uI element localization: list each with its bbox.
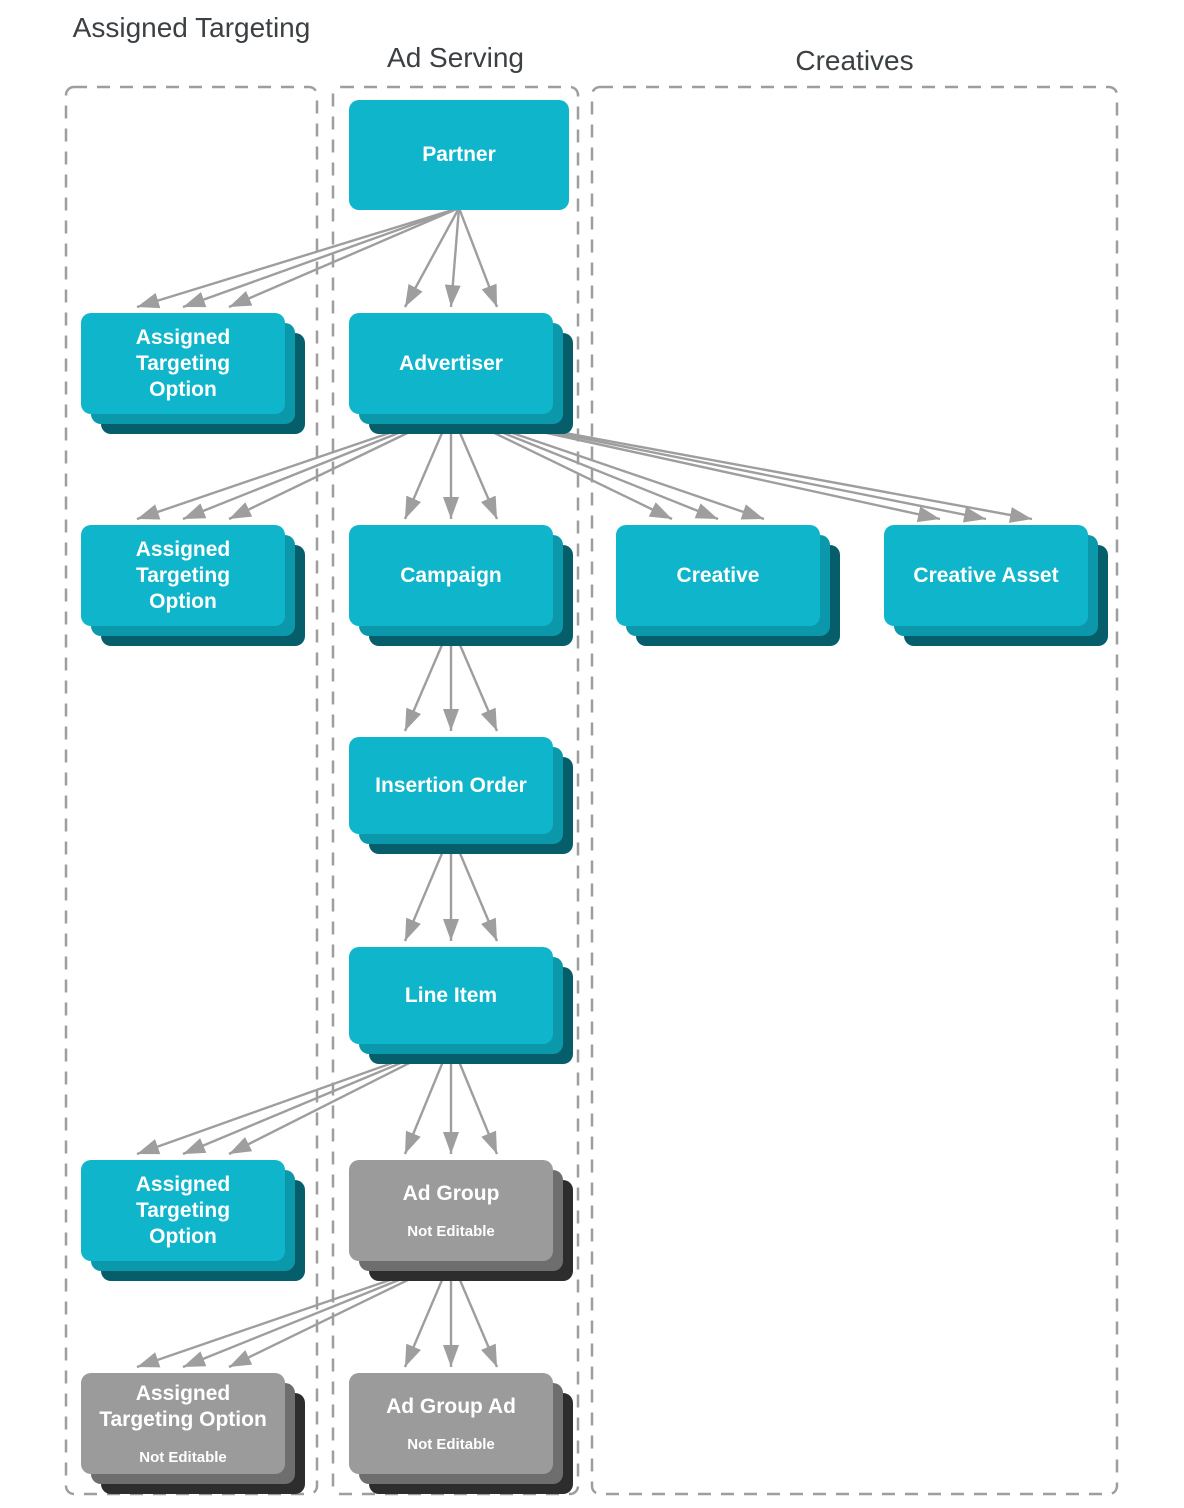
node-ato1: Assigned Targeting Option xyxy=(81,313,305,434)
column-title-assigned-targeting: Assigned Targeting xyxy=(72,12,311,43)
node-face: Ad Group Ad Not Editable xyxy=(349,1373,553,1474)
node-face: Assigned Targeting Option xyxy=(81,313,285,414)
node-label: Assigned Targeting Option xyxy=(135,325,231,401)
node-label: Insertion Order xyxy=(375,773,527,797)
node-label: Creative xyxy=(676,563,760,587)
node-face: Assigned Targeting Option xyxy=(81,525,285,626)
node-face: Advertiser xyxy=(349,313,553,414)
node-ad-group-ad: Ad Group Ad Not Editable xyxy=(349,1373,573,1494)
node-sublabel: Not Editable xyxy=(407,1222,495,1240)
node-face: Campaign xyxy=(349,525,553,626)
column-panel-creatives xyxy=(590,85,1119,1496)
edge-partner-advertiser xyxy=(403,207,499,308)
node-label: Assigned Targeting Option xyxy=(135,537,231,613)
node-ato2: Assigned Targeting Option xyxy=(81,525,305,646)
node-label: Ad Group xyxy=(402,1181,500,1205)
node-ato3: Assigned Targeting Option xyxy=(81,1160,305,1281)
node-creative-asset: Creative Asset xyxy=(884,525,1108,646)
column-panel-assigned-targeting xyxy=(64,85,319,1496)
edge-partner-ato1 xyxy=(136,206,460,309)
node-face: Line Item xyxy=(349,947,553,1044)
node-face: Partner xyxy=(349,100,569,210)
node-label: Assigned Targeting Option xyxy=(99,1381,267,1431)
node-label: Creative Asset xyxy=(913,563,1059,587)
column-title-creatives: Creatives xyxy=(795,45,914,76)
node-label: Advertiser xyxy=(399,351,503,375)
node-sublabel: Not Editable xyxy=(407,1435,495,1453)
node-label: Campaign xyxy=(400,563,502,587)
node-label: Ad Group Ad xyxy=(386,1394,516,1418)
node-face: Assigned Targeting Option xyxy=(81,1160,285,1261)
node-campaign: Campaign xyxy=(349,525,573,646)
node-face: Creative xyxy=(616,525,820,626)
node-advertiser: Advertiser xyxy=(349,313,573,434)
node-line-item: Line Item xyxy=(349,947,573,1064)
node-label: Assigned Targeting Option xyxy=(135,1172,231,1248)
node-insertion-order: Insertion Order xyxy=(349,737,573,854)
node-label: Line Item xyxy=(404,983,498,1007)
column-title-ad-serving: Ad Serving xyxy=(387,42,524,73)
node-creative: Creative xyxy=(616,525,840,646)
node-face: Insertion Order xyxy=(349,737,553,834)
node-partner: Partner xyxy=(349,100,569,210)
node-label: Partner xyxy=(422,143,496,166)
node-face: Creative Asset xyxy=(884,525,1088,626)
node-sublabel: Not Editable xyxy=(139,1448,227,1466)
